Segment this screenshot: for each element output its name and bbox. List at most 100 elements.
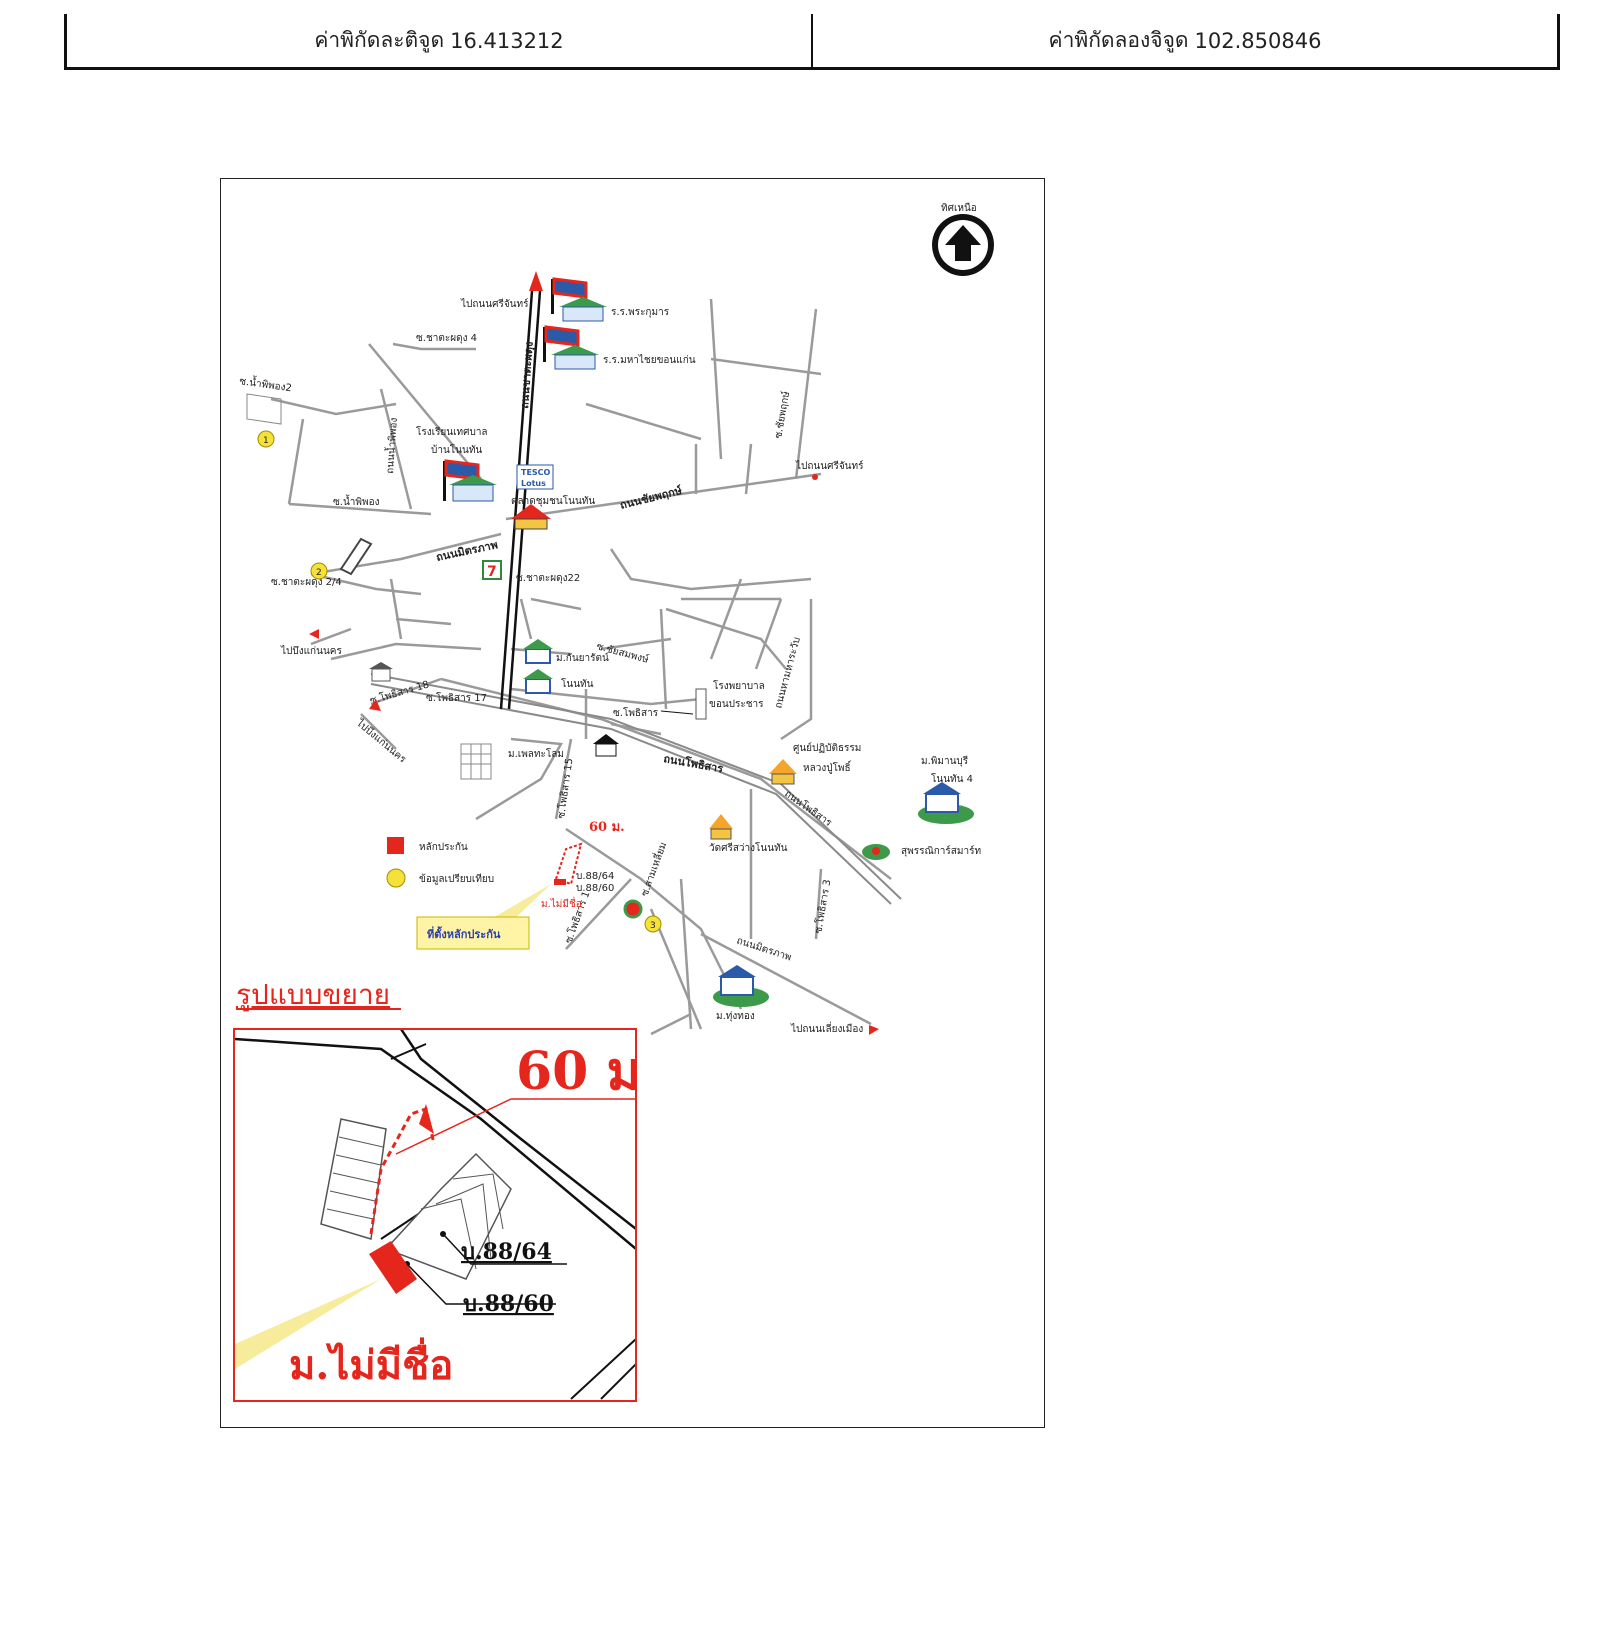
road-label-sub-east: ถนนหามหาระวับ [773,636,803,710]
label-to-chaiyasit: ไปถนนเลี่ยงเมือง [790,1021,863,1035]
village-rattana: ม.เพลทะโลม [460,743,564,780]
legend-collateral-label: หลักประกัน [419,842,468,853]
village-house-icon [925,793,959,813]
latitude-value: 16.413212 [450,28,564,53]
flag-icon [544,325,580,347]
north-label: ทิศเหนือ [941,202,977,214]
phothisan-road-edge-a [370,673,902,900]
route-arrow-icon [309,629,319,639]
route-arrow-icon [369,699,381,711]
tesco-logo-icon [516,464,554,490]
road-line [389,578,403,640]
meditation-center: ศูนย์ปฏิบัติธรรม หลวงปู่โพธิ์ [769,742,861,785]
comparison-marker-2: 2 [310,537,373,580]
location-map: ทิศเหนือ [220,178,1045,1428]
village-thung-thong: ม.ทุ่งทอง [713,965,769,1022]
zoom-title: รูปแบบขยาย [236,978,390,1012]
village-kanyarat: ม.กันยารัตน์ [523,639,609,664]
latitude-label: ค่าพิกัดละติจูด [314,28,445,52]
longitude-label: ค่าพิกัดลองจิจูด [1048,28,1189,52]
seven-eleven: 7 [482,560,502,580]
inset-distance-label: 60 ม [516,1041,641,1102]
comparison-marker-number: 1 [263,436,269,446]
school-mahachai: ร.ร.มหาไชยขอนแก่น [543,325,696,370]
legend-collateral-icon [387,837,404,854]
soi-label-nam-phong: ซ.น้ำพิพอง [333,494,380,508]
flag-pole-icon [543,327,546,362]
inset-land-grid [420,1173,504,1270]
school-roof-icon [449,475,497,485]
shelter-building-icon [371,668,391,682]
road-line [679,878,693,1030]
label-house-b-small: บ.88/60 [576,883,614,894]
collateral-route-icon [554,842,583,886]
flag-pole-icon [551,279,554,314]
road-line [287,418,305,505]
village-grid-icon [461,744,491,779]
soi-label-chai-phruek: ซ.ชัยพฤกษ์ [772,390,792,440]
road-line [270,397,397,416]
road-line [440,677,892,880]
soi-label-chata-22: ซ.ชาตะผดุง22 [516,573,580,584]
phothisan-road [370,673,902,905]
route-end-icon [812,474,818,480]
comparison-block-icon [246,393,282,425]
inset-land-block [320,1118,387,1240]
road-network [270,298,892,1036]
north-arrow-icon [945,225,981,261]
comparison-block-icon [339,537,373,576]
tesco-text-2: Lotus [521,479,546,488]
label-market: ตลาดชุมชนโนนทัน [511,494,595,507]
road-line [780,599,813,741]
tesco-text-1: TESCO [521,468,551,477]
temple-roof-icon [769,759,797,774]
soi-label-chata-24: ซ.ชาตะผดุง 2/4 [271,577,342,588]
soi-label-sam-wan: ซ.สามเหลี่ยม [637,840,670,898]
route-arrow-icon [529,271,543,291]
road-line [585,402,702,441]
hospital: โรงพยาบาล ขอนประชาร [660,679,765,720]
road-label-west: ถนนน้ำพิพอง [382,417,400,474]
temple-roof-icon [709,814,733,829]
route-arrow-icon [869,1025,879,1035]
seven-eleven-text: 7 [487,564,497,580]
road-label-sub-south: ถนนมิตรภาพ [735,935,793,963]
label-school-mahachai: ร.ร.มหาไชยขอนแก่น [603,354,696,366]
road-label-east: ถนนชัยพฤกษ์ [619,484,684,512]
chata-phadung-road [499,290,542,710]
road-line [510,687,702,706]
label-meditation-2: หลวงปู่โพธิ์ [803,760,852,774]
label-village-rattana: ม.เพลทะโลม [508,747,564,760]
tesco-lotus: TESCO Lotus [516,464,554,490]
callout-pointer-icon [491,884,551,927]
village-house-icon [525,678,551,694]
house-body-icon [595,743,617,757]
coordinate-bar: ค่าพิกัดละติจูด 16.413212 ค่าพิกัดลองจิจ… [64,14,1560,70]
inset-road-edge [235,1037,635,1250]
label-school-phrakumarn: ร.ร.พระกุมาร [611,307,670,318]
school-building-icon [562,306,604,322]
road-line [700,932,872,1026]
village-house-icon [525,648,551,664]
label-health-center: สุพรรณิการ์สมาร์ท [901,845,981,857]
soi-label-nam-phong-2: ซ.น้ำพิพอง2 [239,373,293,394]
health-center: สุพรรณิการ์สมาร์ท [862,844,981,860]
soi-label-chata-4: ซ.ชาตะผดุง 4 [416,333,477,344]
soi-label-phothisan-17: ซ.โพธิสาร 17 [426,691,487,704]
latitude-cell: ค่าพิกัดละติจูด 16.413212 [67,14,811,67]
comparison-house-icon [623,899,643,919]
phothisan-road-edge-b [370,683,892,905]
road-line [554,738,573,820]
label-to-bueng-2: ไปบึงแก่นนคร [353,716,409,765]
legend-comparison-icon [386,868,406,888]
longitude-value: 102.850846 [1194,28,1322,53]
label-village-nonthan: โนนทัน [561,677,594,690]
label-to-si-chan-2: ไปถนนศรีจันทร์ [795,460,864,472]
comparison-marker-3: 3 [623,899,662,933]
village-roof-icon [523,639,553,649]
to-bueng-north: ไปบึงแก่นนคร [280,629,342,657]
inset-village-label: ม.ไม่มีชื่อ [289,1337,453,1389]
label-to-si-chan-1: ไปถนนศรีจันทร์ [460,298,529,310]
road-line [360,713,397,750]
road-line [710,357,822,376]
